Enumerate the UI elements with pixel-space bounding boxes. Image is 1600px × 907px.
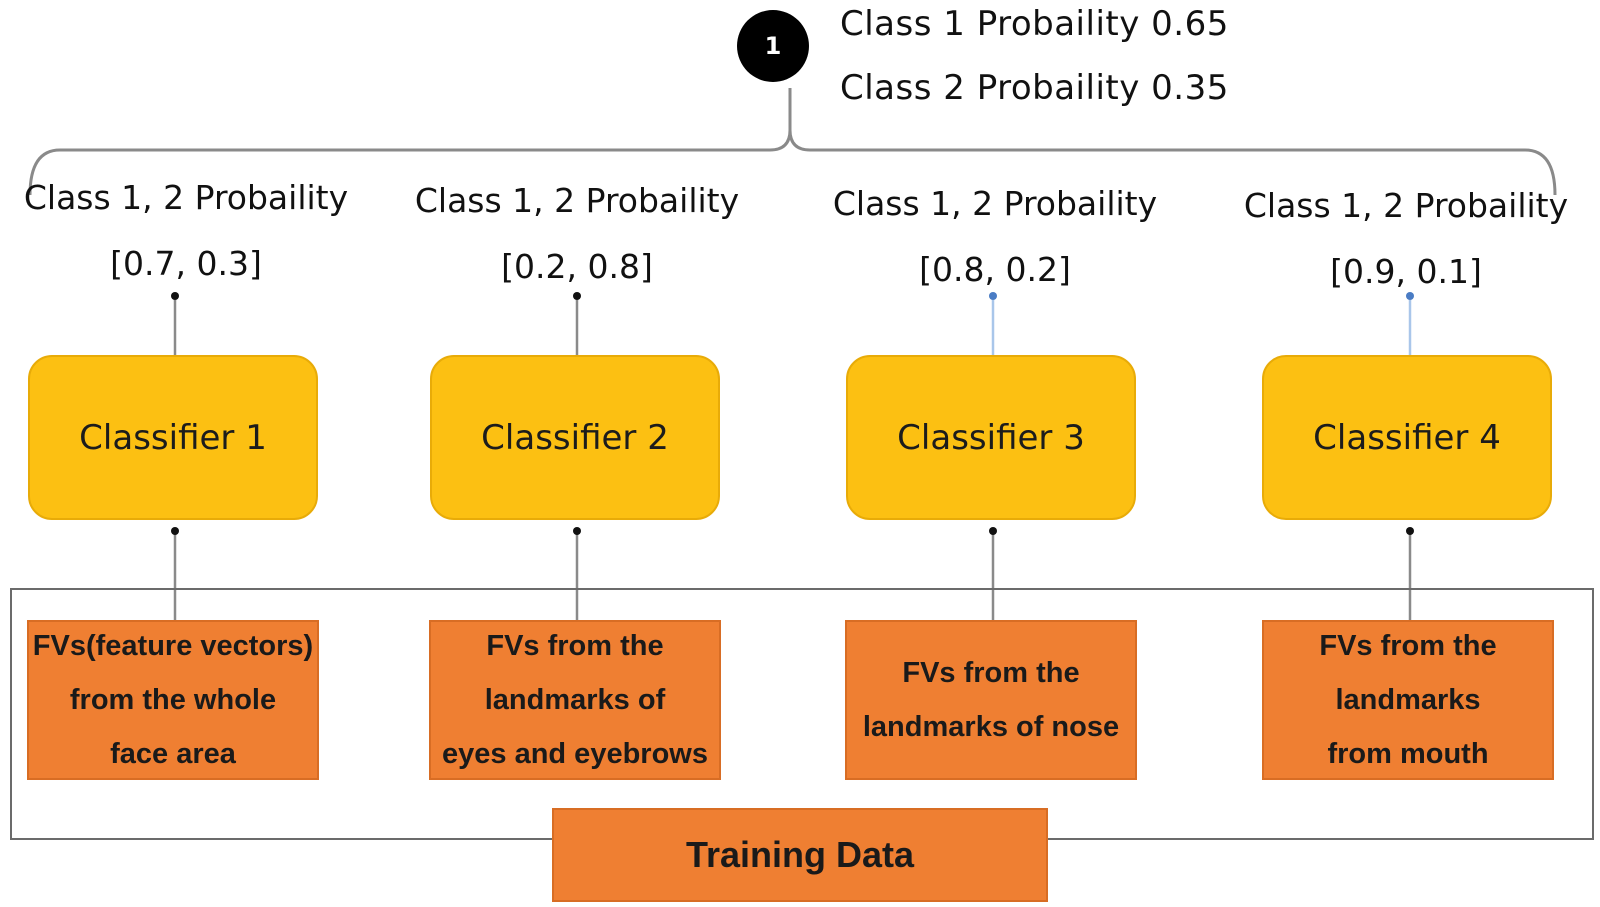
classifier-3-label: Classifier 3 [897,417,1085,458]
classifier-2-label: Classifier 2 [481,417,669,458]
ensemble-node: 1 [737,10,809,82]
features-1-line-2: from the whole [69,684,277,716]
branch-3-probability-values: [0.8, 0.2] [919,250,1071,289]
classifier-3-box: Classifier 3 [846,355,1136,520]
features-4-line-1: FVs from the [1319,630,1497,662]
features-box-3: FVs from the landmarks of nose [845,620,1137,780]
features-box-4: FVs from the landmarks from mouth [1262,620,1554,780]
training-data-label: Training Data [685,834,915,875]
features-1-line-3: face area [110,738,236,770]
classifier-1-label: Classifier 1 [79,417,267,458]
branch-4-probability-title: Class 1, 2 Probaility [1243,186,1569,225]
features-1-line-1: FVs(feature vectors) [32,630,314,662]
features-4-line-3: from mouth [1327,738,1489,770]
arrow-head-2-up [573,292,581,300]
arrow-head-1-up [171,292,179,300]
arrow-head-2-in [573,527,581,535]
features-box-2: FVs from the landmarks of eyes and eyebr… [429,620,721,780]
final-class1-probability: Class 1 Probaility 0.65 [840,4,1229,44]
branch-1-probability-values: [0.7, 0.3] [110,244,262,283]
arrow-head-3-up [989,292,997,300]
features-2-line-3: eyes and eyebrows [442,738,708,770]
features-4-line-2: landmarks [1335,684,1481,716]
arrow-head-1-in [171,527,179,535]
arrow-head-3-in [989,527,997,535]
arrow-head-4-in [1406,527,1414,535]
branch-2-probability-title: Class 1, 2 Probaility [414,181,740,220]
features-2-line-1: FVs from the [486,630,664,662]
branch-2-probability-values: [0.2, 0.8] [501,247,653,286]
classifier-4-label: Classifier 4 [1313,417,1501,458]
features-3-line-1: FVs from the [902,657,1080,689]
features-2-line-2: landmarks of [484,684,666,716]
features-3-line-2: landmarks of nose [862,711,1120,743]
features-box-1: FVs(feature vectors) from the whole face… [27,620,319,780]
branch-4-probability-values: [0.9, 0.1] [1330,252,1482,291]
classifier-4-box: Classifier 4 [1262,355,1552,520]
training-data-box: Training Data [552,808,1048,902]
arrow-head-4-up [1406,292,1414,300]
classifier-1-box: Classifier 1 [28,355,318,520]
final-class2-probability: Class 2 Probaility 0.35 [840,68,1229,108]
branch-3-probability-title: Class 1, 2 Probaility [832,184,1158,223]
branch-1-probability-title: Class 1, 2 Probaility [23,178,349,217]
classifier-2-box: Classifier 2 [430,355,720,520]
